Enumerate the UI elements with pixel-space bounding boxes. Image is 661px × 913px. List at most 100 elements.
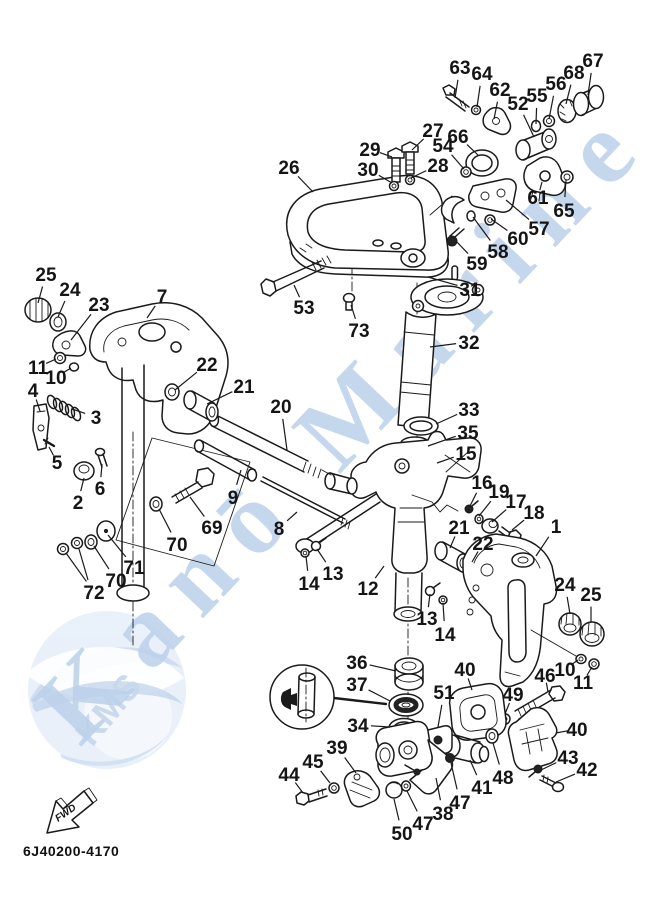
callout-59-label: 59 [466, 254, 487, 275]
callout-54-leader [451, 154, 465, 170]
part-62-lever [482, 106, 512, 136]
callout-4-label: 4 [28, 381, 39, 402]
part-39-clamp [343, 770, 381, 808]
callout-22-leader [471, 551, 479, 563]
callout-53-leader [293, 284, 301, 298]
part-5-pin [42, 437, 56, 448]
callout-48-leader [492, 742, 500, 765]
callout-30-label: 30 [357, 160, 378, 181]
detail-view-circle [269, 664, 388, 730]
callout-39-leader [344, 757, 357, 774]
part-11-nut-right [588, 658, 600, 670]
callout-34-label: 34 [347, 716, 369, 737]
callout-24-leader [566, 596, 571, 615]
callout-20-leader [282, 418, 288, 451]
detail-pin-icon [280, 688, 297, 710]
part-plate [115, 437, 251, 567]
callout-13-leader [427, 593, 431, 608]
part-24-knob [558, 612, 582, 636]
callout-49-leader [504, 702, 510, 715]
callout-50-label: 50 [391, 824, 412, 845]
callout-40-leader [555, 730, 568, 734]
callout-29-label: 29 [359, 140, 380, 161]
callout-60-leader [490, 218, 508, 232]
part-11-nut-left [53, 351, 67, 365]
callout-67-label: 67 [582, 51, 603, 72]
callout-17-label: 17 [505, 492, 526, 513]
part-54-nut [460, 166, 472, 178]
part-56-nut [542, 114, 556, 128]
callout-38-leader [435, 777, 442, 801]
callout-1-leader [535, 536, 550, 557]
callout-69-label: 69 [201, 518, 222, 539]
callout-21-leader [206, 391, 233, 405]
callout-64-leader [476, 85, 481, 108]
callout-27-label: 27 [422, 121, 443, 142]
part-31-pin [451, 265, 459, 281]
callout-25-label: 25 [35, 265, 57, 286]
callout-43-leader [540, 762, 557, 771]
footer-part-code: 6J40200-4170 [23, 843, 119, 859]
callout-25-leader [37, 286, 44, 304]
part-3-spring [46, 394, 82, 422]
callout-55-leader [535, 107, 538, 125]
callout-47-label: 47 [412, 814, 433, 835]
part-48-washer [485, 728, 499, 744]
construction-line-10 [530, 629, 577, 657]
callout-4-leader [35, 399, 41, 412]
callout-1-label: 1 [551, 517, 562, 538]
callout-12-leader [374, 565, 385, 579]
part-1-stern-bracket [462, 533, 558, 688]
callout-17-leader [491, 509, 507, 523]
part-71-washer [96, 520, 116, 542]
callout-39-label: 39 [326, 738, 347, 759]
callout-19-leader [478, 500, 492, 517]
callout-11-leader [586, 666, 593, 676]
callout-41-leader [469, 759, 478, 776]
callout-8-leader [286, 511, 298, 522]
callout-11-leader [45, 358, 57, 364]
part-21-bushing-left [183, 390, 219, 422]
part-57-plate [468, 178, 517, 213]
callout-24-label: 24 [554, 575, 576, 596]
callout-3-leader [71, 408, 86, 414]
callout-40-label: 40 [454, 660, 475, 681]
callout-63-label: 63 [449, 58, 470, 79]
callout-67-leader [587, 72, 592, 96]
callout-21-leader [449, 536, 456, 549]
part-30-nut [388, 180, 400, 192]
callout-37-label: 37 [346, 675, 367, 696]
callout-61-label: 61 [527, 188, 549, 209]
part-22-washer-left [164, 383, 180, 401]
part-70-washer-a [149, 496, 163, 512]
part-25-cap-left [24, 297, 52, 323]
callout-28-leader [410, 170, 427, 179]
part-17-cap [481, 518, 499, 534]
part-19-washer [474, 513, 484, 525]
callout-52-label: 52 [507, 94, 528, 115]
callout-16-leader [469, 492, 478, 507]
callout-52-leader [522, 114, 535, 138]
construction-line-16 [411, 494, 459, 513]
callout-64-label: 64 [471, 64, 493, 85]
part-9-tube [193, 439, 258, 482]
part-45-nut [328, 782, 340, 794]
callout-51-label: 51 [433, 683, 455, 704]
callout-31-label: 31 [459, 280, 481, 301]
callout-30-leader [378, 174, 393, 184]
part-40-mount-upper [448, 682, 507, 741]
callout-68-label: 68 [563, 63, 584, 84]
part-20-entry-stub [324, 472, 358, 495]
callout-60-label: 60 [507, 229, 528, 250]
callout-68-leader [565, 84, 572, 105]
callout-22-label: 22 [472, 534, 493, 555]
callout-33-leader [435, 413, 458, 425]
part-47-nut-a [445, 753, 455, 763]
part-14-nut-a [300, 548, 310, 558]
callout-5-label: 5 [52, 453, 63, 474]
callout-13-leader [316, 548, 327, 563]
callout-6-label: 6 [95, 479, 106, 500]
callout-57-label: 57 [528, 219, 549, 240]
callout-26-leader [297, 175, 314, 193]
